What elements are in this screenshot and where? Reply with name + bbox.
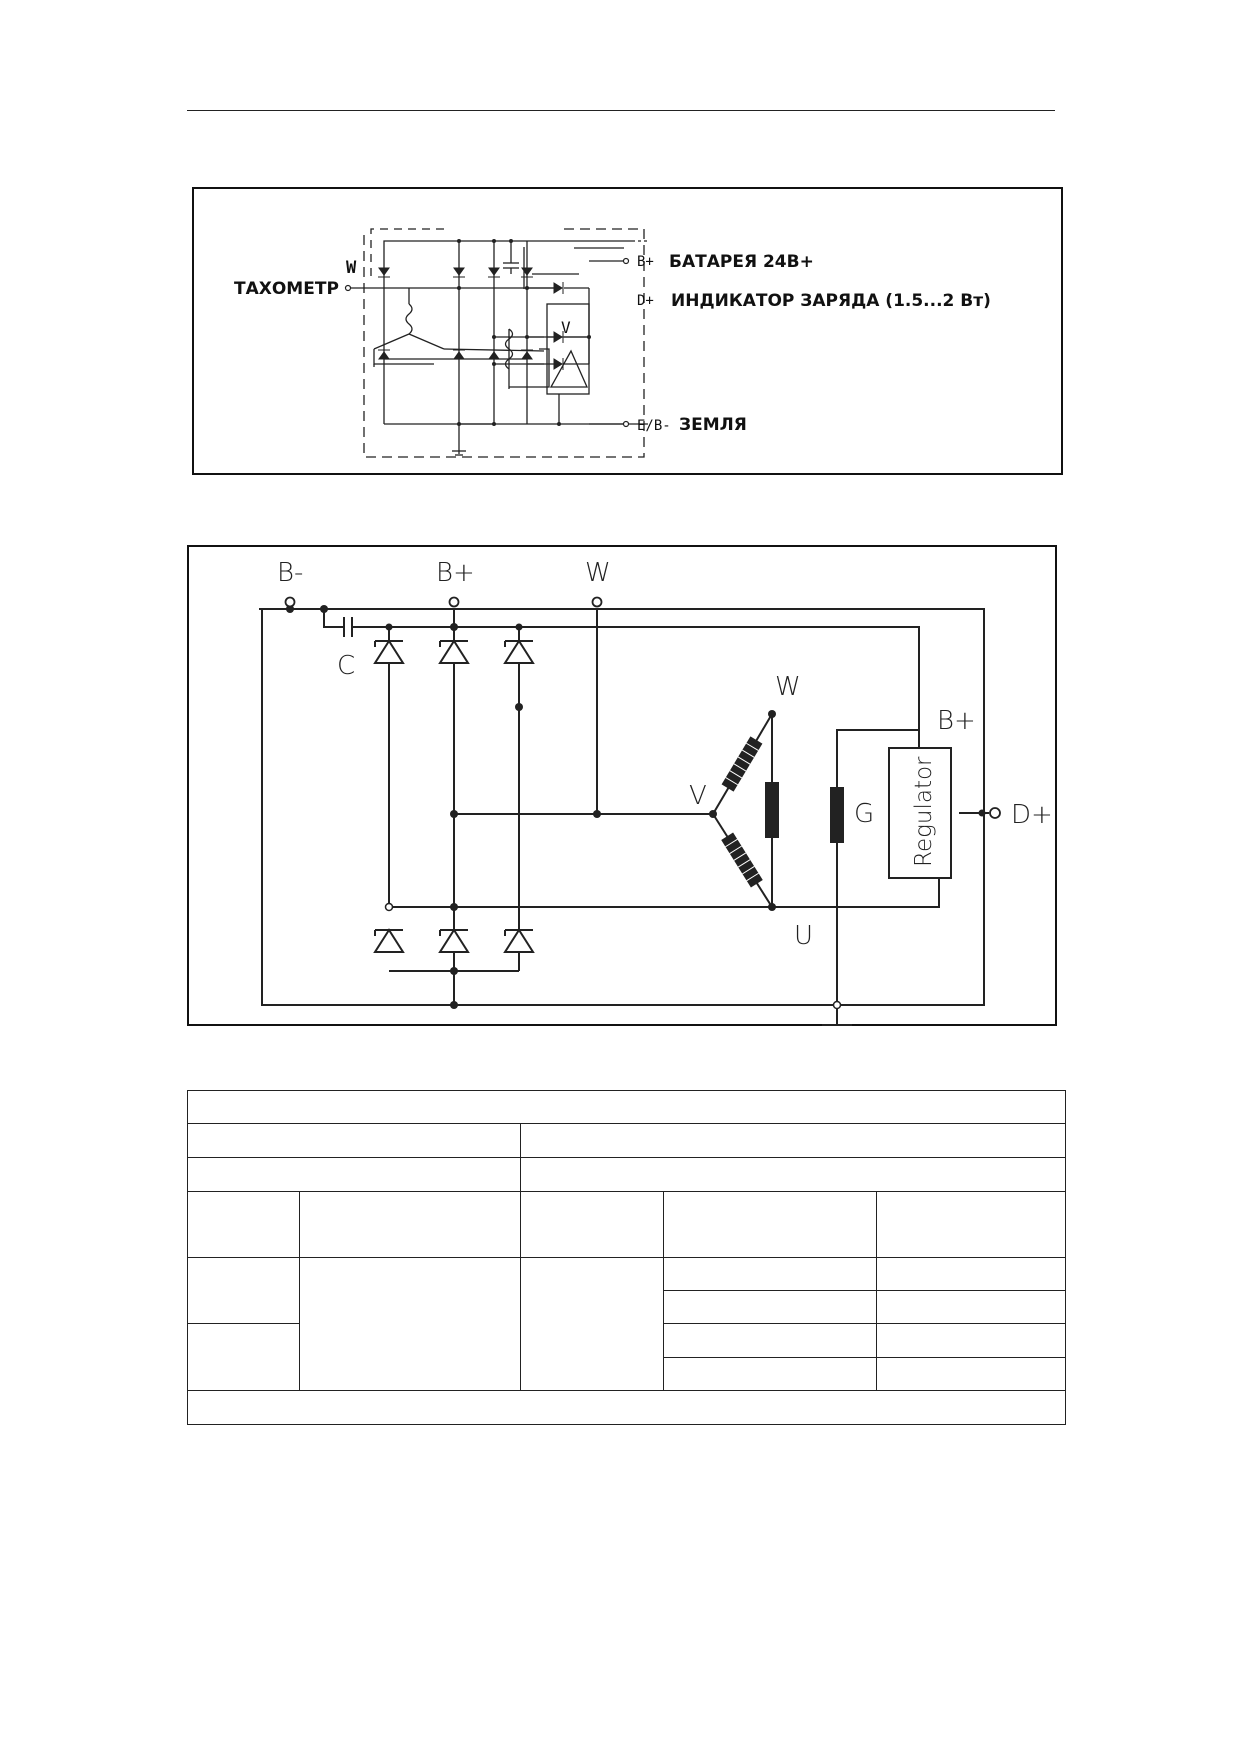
table-cell [187, 1191, 300, 1258]
wiring-diagram-bottom-svg: B- B+ W C W V U G B+ D+ Regulator [259, 558, 1053, 1026]
table-cell [663, 1323, 877, 1358]
table-cell [519, 1123, 1067, 1158]
table-cell [875, 1257, 1067, 1291]
table-cell [663, 1357, 877, 1391]
b-plus-terminal-bottom [448, 596, 460, 608]
capacitor-label: C [337, 651, 355, 681]
field-g-label: G [854, 799, 874, 829]
b-plus-top-label: B+ [436, 558, 475, 588]
wiring-diagram-top-svg: W ТАХОМЕТР B+ БАТАРЕЯ 24В+ D+ ИНДИКАТОР … [234, 228, 991, 458]
table-cell [187, 1257, 300, 1324]
w-top-label: W [585, 558, 611, 588]
table-cell [299, 1257, 521, 1391]
table-cell [520, 1191, 664, 1258]
table-cell [520, 1257, 664, 1391]
e-b-minus-label: E/B- [637, 418, 671, 434]
d-plus-label: D+ [1011, 800, 1053, 830]
b-minus-label: B- [277, 558, 303, 588]
d-plus-terminal [989, 807, 1001, 819]
b-minus-terminal [284, 596, 296, 608]
b-plus-label: B+ [637, 254, 654, 270]
spec-table [186, 1090, 1067, 1425]
regulator-v-label: V [561, 318, 571, 337]
table-cell [519, 1157, 1067, 1192]
table-cell [875, 1323, 1067, 1358]
table-cell [299, 1191, 521, 1258]
table-cell [187, 1157, 521, 1192]
table-header-row [186, 1090, 1067, 1124]
wiring-diagram-top: W ТАХОМЕТР B+ БАТАРЕЯ 24В+ D+ ИНДИКАТОР … [192, 187, 1063, 475]
table-cell [663, 1257, 877, 1291]
regulator-b-plus-label: B+ [937, 706, 976, 736]
ground-terminal [622, 420, 630, 428]
regulator-box [888, 747, 952, 879]
winding-w-label: W [775, 672, 801, 702]
table-cell [187, 1323, 300, 1391]
d-plus-label: D+ [637, 293, 654, 309]
regulator-label: Regulator [911, 756, 937, 867]
table-cell [875, 1191, 1067, 1258]
b-plus-terminal [622, 257, 630, 265]
tachometer-label: ТАХОМЕТР [234, 279, 339, 299]
tacho-terminal [344, 284, 352, 292]
table-cell [875, 1290, 1067, 1324]
table-cell [187, 1123, 521, 1158]
header-rule [187, 110, 1055, 111]
ground-label: ЗЕМЛЯ [679, 415, 747, 435]
winding-u-label: U [794, 921, 813, 951]
table-cell [875, 1357, 1067, 1391]
w-terminal-bottom [591, 596, 603, 608]
battery-label: БАТАРЕЯ 24В+ [669, 252, 814, 272]
winding-v-label: V [689, 781, 707, 811]
wiring-diagram-bottom: B- B+ W C W V U G B+ D+ Regulator [187, 545, 1057, 1026]
table-footer-row [186, 1390, 1067, 1425]
charge-indicator-label: ИНДИКАТОР ЗАРЯДА (1.5...2 Вт) [671, 291, 991, 311]
table-cell [663, 1191, 877, 1258]
table-cell [663, 1290, 877, 1324]
w-terminal-label: W [346, 258, 357, 278]
